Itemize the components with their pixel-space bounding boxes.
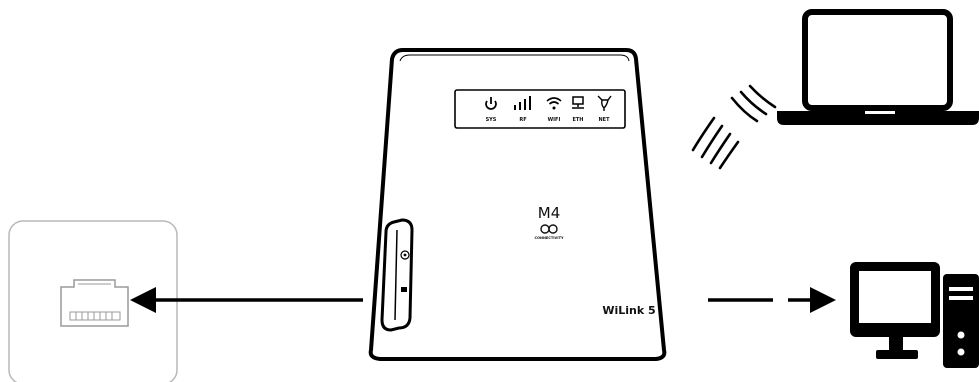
cable-to-wall-arrow — [130, 287, 363, 313]
brand-logo-letters: M4 — [538, 204, 561, 222]
ethernet-wall-socket-icon — [8, 220, 178, 382]
led-panel: SYS RF WIFI ETH — [454, 89, 626, 129]
desktop-computer-icon — [850, 262, 979, 368]
router-model-label: WiLink 5 — [602, 304, 655, 317]
brand-logo: M4 CONNECTIVITY — [535, 204, 564, 240]
reset-button-icon — [401, 287, 407, 292]
led-label-rf: RF — [519, 117, 526, 123]
wifi-icon — [546, 97, 562, 110]
wireless-signal-icon — [691, 84, 777, 170]
cable-to-desktop-arrow — [708, 287, 836, 313]
ethernet-icon — [572, 96, 584, 109]
side-button-panel — [380, 218, 414, 332]
led-label-sys: SYS — [486, 117, 497, 123]
led-label-wifi: WIFI — [548, 117, 561, 123]
led-label-eth: ETH — [572, 117, 583, 123]
signal-bars-icon — [514, 96, 531, 110]
router-device: SYS RF WIFI ETH — [368, 48, 667, 361]
power-icon — [485, 97, 497, 110]
laptop-icon — [777, 9, 979, 125]
globe-icon — [597, 95, 612, 111]
rj45-port-icon — [60, 279, 129, 327]
led-label-net: NET — [598, 117, 610, 123]
brand-logo-tagline: CONNECTIVITY — [535, 236, 564, 240]
